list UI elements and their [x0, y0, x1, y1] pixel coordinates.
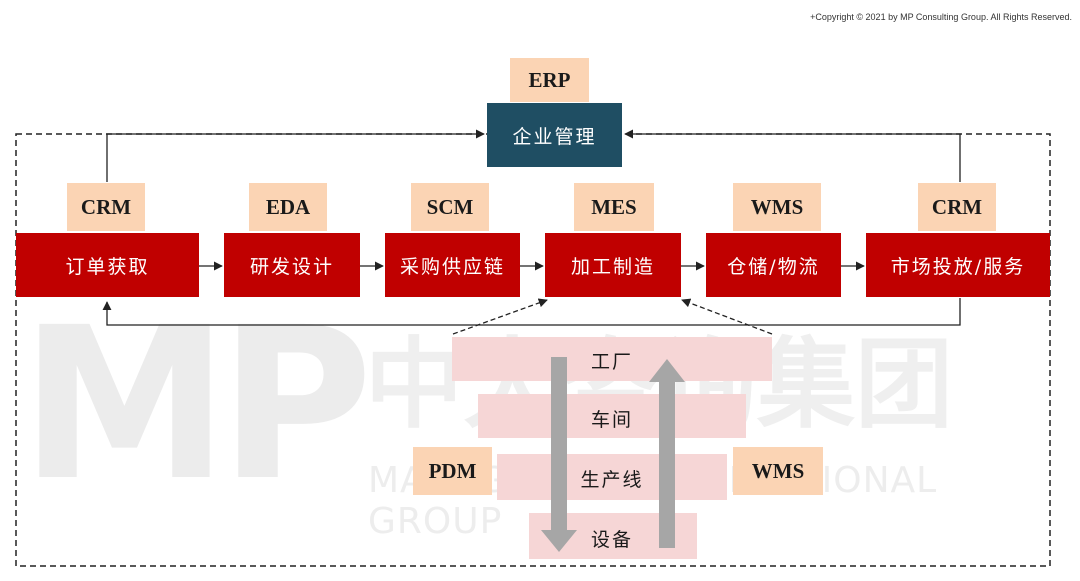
pyramid-label-workshop: 车间	[590, 409, 633, 431]
system-tag-crm-right: CRM	[918, 183, 996, 231]
arrow-crm-to-erp	[106, 129, 485, 182]
pyramid-label-production-line: 生产线	[580, 469, 644, 491]
pyramid-label-equipment: 设备	[590, 529, 633, 551]
pyramid-band-line	[497, 454, 727, 500]
arrow-up-grey	[649, 359, 685, 548]
watermark-logo: MP	[20, 282, 373, 527]
system-tag-wms: WMS	[733, 183, 821, 231]
arrow-pyramid-to-mes-right	[681, 298, 773, 335]
process-order-acquisition: 订单获取	[16, 233, 199, 297]
system-tag-mes: MES	[574, 183, 654, 231]
process-warehouse-logistics: 仓储/物流	[706, 233, 841, 297]
copyright: +Copyright © 2021 by MP Consulting Group…	[810, 12, 1072, 22]
system-tag-scm: SCM	[411, 183, 489, 231]
arrow-market-to-order	[102, 298, 961, 326]
pyramid-band-factory	[452, 337, 772, 381]
process-manufacturing: 加工制造	[545, 233, 681, 297]
erp-tag: ERP	[510, 58, 589, 102]
pyramid-label-factory: 工厂	[590, 351, 633, 373]
process-rd-design: 研发设计	[224, 233, 360, 297]
system-tag-crm-left: CRM	[67, 183, 145, 231]
arrow-pyramid-to-mes-left	[452, 298, 548, 335]
pyramid-band-workshop	[478, 394, 746, 438]
process-procurement: 采购供应链	[385, 233, 520, 297]
dashed-frame	[15, 133, 1051, 567]
process-market-service: 市场投放/服务	[866, 233, 1050, 297]
arrow-down-grey	[541, 357, 577, 552]
system-tag-wms-side: WMS	[733, 447, 823, 495]
arrow-market-to-erp	[624, 129, 961, 182]
system-tag-pdm: PDM	[413, 447, 492, 495]
system-tag-eda: EDA	[249, 183, 327, 231]
erp-enterprise-management: 企业管理	[487, 103, 622, 167]
